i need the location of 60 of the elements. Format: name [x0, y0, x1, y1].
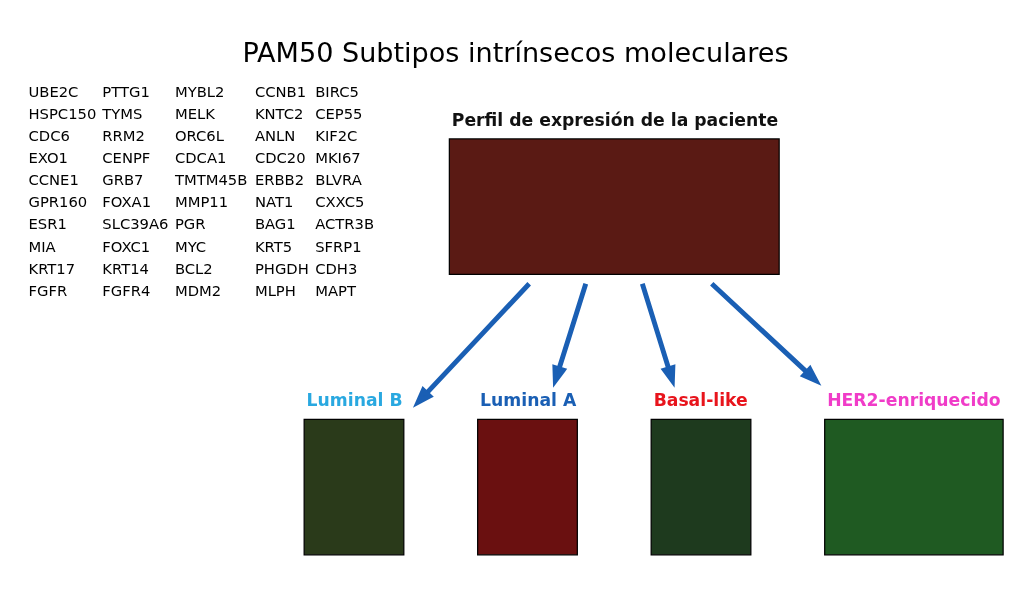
label: GPR160 — [28, 193, 88, 211]
label: HSPC150 — [28, 104, 97, 122]
label: MDM2 — [174, 281, 222, 299]
label: ACTR3B — [315, 215, 375, 233]
label: ESR1 — [28, 215, 67, 233]
label: KIF2C — [315, 126, 358, 144]
label: CCNE1 — [28, 171, 79, 189]
label: NAT1 — [254, 193, 294, 211]
label: MLPH — [254, 281, 296, 299]
label: BCL2 — [174, 259, 213, 277]
label: MYBL2 — [174, 82, 225, 100]
label: BAG1 — [254, 215, 296, 233]
label: GRB7 — [102, 171, 144, 189]
label: CDH3 — [315, 259, 358, 277]
label: CDCA1 — [174, 149, 227, 167]
label: MKI67 — [315, 149, 361, 167]
label: KRT14 — [102, 259, 149, 277]
label: ANLN — [254, 126, 296, 144]
label: SLC39A6 — [102, 215, 169, 233]
label: CDC6 — [28, 126, 70, 144]
label: EXO1 — [28, 149, 68, 167]
node-label: Basal-like — [653, 390, 748, 411]
label: RRM2 — [102, 126, 145, 144]
label: CDC20 — [254, 149, 306, 167]
label: FOXC1 — [102, 237, 151, 255]
diagram-title: PAM50 Subtipos intrínsecos moleculares — [242, 36, 789, 68]
node-label: HER2-enriquecido — [827, 390, 1001, 411]
node-label: Perfil de expresión de la paciente — [451, 109, 779, 130]
label: UBE2C — [28, 82, 79, 100]
arrow — [552, 283, 589, 388]
label: PHGDH — [254, 259, 309, 277]
label: FGFR4 — [102, 281, 151, 299]
arrow — [640, 283, 676, 388]
label: MAPT — [315, 281, 356, 299]
label: BLVRA — [315, 171, 362, 189]
label: FGFR — [28, 281, 68, 299]
label: ERBB2 — [254, 171, 305, 189]
node-label: Luminal B — [306, 390, 403, 411]
label: SFRP1 — [315, 237, 362, 255]
arrow — [710, 281, 822, 386]
label: PGR — [174, 215, 206, 233]
label: MELK — [174, 104, 215, 122]
label: PTTG1 — [102, 82, 150, 100]
arrow — [412, 282, 531, 408]
label: CCNB1 — [254, 82, 307, 100]
label: MMP11 — [174, 193, 229, 211]
label: BIRC5 — [315, 82, 359, 100]
label: TMTM45B — [174, 171, 248, 189]
label: FOXA1 — [102, 193, 152, 211]
label: KRT5 — [254, 237, 293, 255]
label: MIA — [28, 237, 56, 255]
node-label: Luminal A — [480, 390, 577, 411]
label: MYC — [174, 237, 207, 255]
label: TYMS — [102, 104, 143, 122]
label: ORC6L — [174, 126, 224, 144]
label: CEP55 — [315, 104, 363, 122]
label: KNTC2 — [254, 104, 304, 122]
label: CXXC5 — [315, 193, 365, 211]
label: KRT17 — [28, 259, 76, 277]
label: CENPF — [102, 149, 151, 167]
